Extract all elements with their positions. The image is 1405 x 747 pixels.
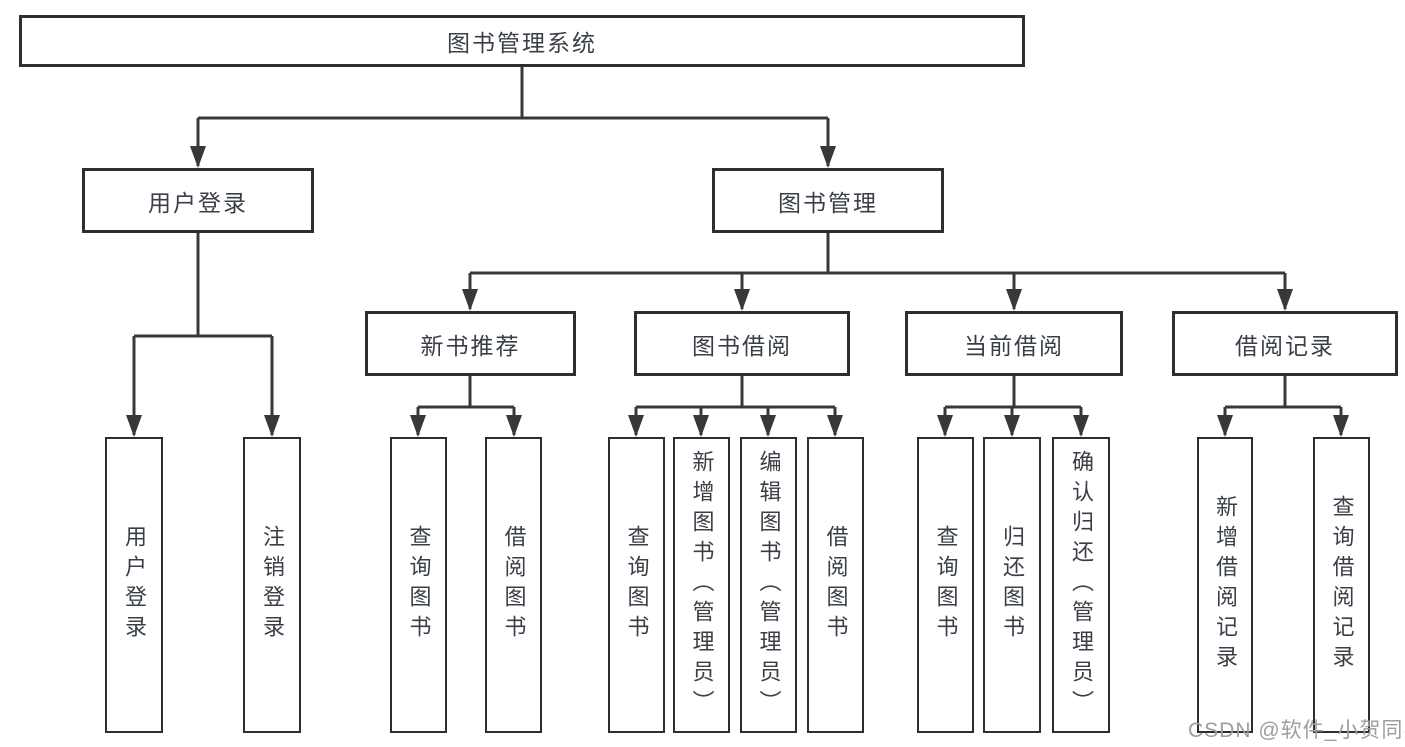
node-label: 查询借阅记录 <box>1329 495 1355 675</box>
node-borrow-record: 借阅记录 <box>1172 311 1398 376</box>
node-label: 图书管理系统 <box>447 30 597 56</box>
arrowhead <box>1217 415 1233 437</box>
node-label: 借阅图书 <box>823 525 849 645</box>
leaf-record-query-borrow-record: 查询借阅记录 <box>1313 437 1370 733</box>
node-label: 确认归还（管理员） <box>1069 450 1094 720</box>
node-label: 借阅记录 <box>1235 332 1335 359</box>
node-label: 查询图书 <box>624 525 650 645</box>
leaf-borrow-borrow-books: 借阅图书 <box>807 437 864 733</box>
node-label: 查询图书 <box>406 525 432 645</box>
leaf-record-add-borrow-record: 新增借阅记录 <box>1197 437 1253 733</box>
node-label: 图书借阅 <box>692 332 792 359</box>
node-book-management: 图书管理 <box>712 168 944 233</box>
node-user-login: 用户登录 <box>82 168 314 233</box>
leaf-current-confirm-return-admin: 确认归还（管理员） <box>1052 437 1110 733</box>
leaf-rec-query-books: 查询图书 <box>390 437 447 733</box>
arrowhead <box>462 289 478 311</box>
arrowhead <box>693 415 709 437</box>
node-label: 注销登录 <box>260 525 285 645</box>
leaf-borrow-query-books: 查询图书 <box>608 437 665 733</box>
arrowhead <box>1006 289 1022 311</box>
leaf-borrow-add-books-admin: 新增图书（管理员） <box>673 437 730 733</box>
arrowhead <box>827 415 843 437</box>
node-label: 借阅图书 <box>501 525 527 645</box>
connector-newbookrec-to-leaves <box>416 376 516 435</box>
arrowhead <box>1333 415 1349 437</box>
arrowhead <box>820 146 836 168</box>
connector-paths <box>132 67 1343 435</box>
watermark: CSDN @软件_小贺同学 <box>1188 719 1405 742</box>
arrowhead <box>734 289 750 311</box>
arrowheads <box>126 146 1349 437</box>
node-label: 新增图书（管理员） <box>689 450 715 720</box>
node-new-book-recommend: 新书推荐 <box>365 311 576 376</box>
node-root: 图书管理系统 <box>19 15 1025 67</box>
leaf-borrow-edit-books-admin: 编辑图书（管理员） <box>740 437 797 733</box>
arrowhead <box>410 415 426 437</box>
connector-bookborrow-to-leaves <box>634 376 837 435</box>
node-label: 新增借阅记录 <box>1213 495 1238 675</box>
arrowhead <box>760 415 776 437</box>
node-label: 查询图书 <box>933 525 959 645</box>
arrowhead <box>628 415 644 437</box>
node-label: 图书管理 <box>778 189 878 216</box>
node-label: 编辑图书（管理员） <box>756 450 782 720</box>
arrowhead <box>506 415 522 437</box>
arrowhead <box>1073 415 1089 437</box>
connector-bookmgmt-to-level3 <box>468 233 1287 309</box>
node-label: 归还图书 <box>1000 525 1025 645</box>
node-label: 用户登录 <box>122 525 147 645</box>
node-book-borrow: 图书借阅 <box>634 311 850 376</box>
arrowhead <box>937 415 953 437</box>
node-label: 当前借阅 <box>964 332 1064 359</box>
arrowhead <box>126 415 142 437</box>
connector-root-to-level2 <box>196 67 830 166</box>
arrowhead <box>1277 289 1293 311</box>
node-current-borrow: 当前借阅 <box>905 311 1123 376</box>
leaf-current-return-books: 归还图书 <box>983 437 1041 733</box>
connector-userlogin-to-leaves <box>132 233 274 435</box>
connector-borrowrecord-to-leaves <box>1223 376 1343 435</box>
arrowhead <box>1004 415 1020 437</box>
leaf-rec-borrow-books: 借阅图书 <box>485 437 542 733</box>
leaf-logout: 注销登录 <box>243 437 301 733</box>
leaf-current-query-books: 查询图书 <box>917 437 974 733</box>
arrowhead <box>190 146 206 168</box>
leaf-user-login: 用户登录 <box>105 437 163 733</box>
node-label: 用户登录 <box>148 189 248 216</box>
node-label: 新书推荐 <box>420 332 521 359</box>
arrowhead <box>264 415 280 437</box>
